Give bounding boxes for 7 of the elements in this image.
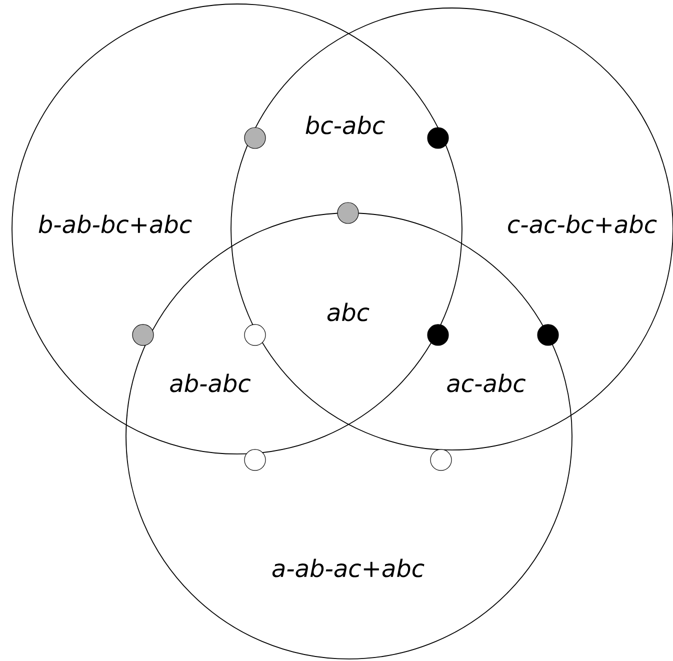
region-label: bc-abc	[306, 116, 385, 134]
region-label: abc	[327, 302, 370, 322]
region-label: a-ab-ac+abc	[272, 558, 424, 578]
region-label: c-ac-bc+abc	[508, 214, 657, 234]
region-label: ac-abc	[447, 374, 526, 392]
region-label: ab-abc	[170, 374, 251, 392]
region-label: b-ab-bc+abc	[38, 214, 192, 234]
